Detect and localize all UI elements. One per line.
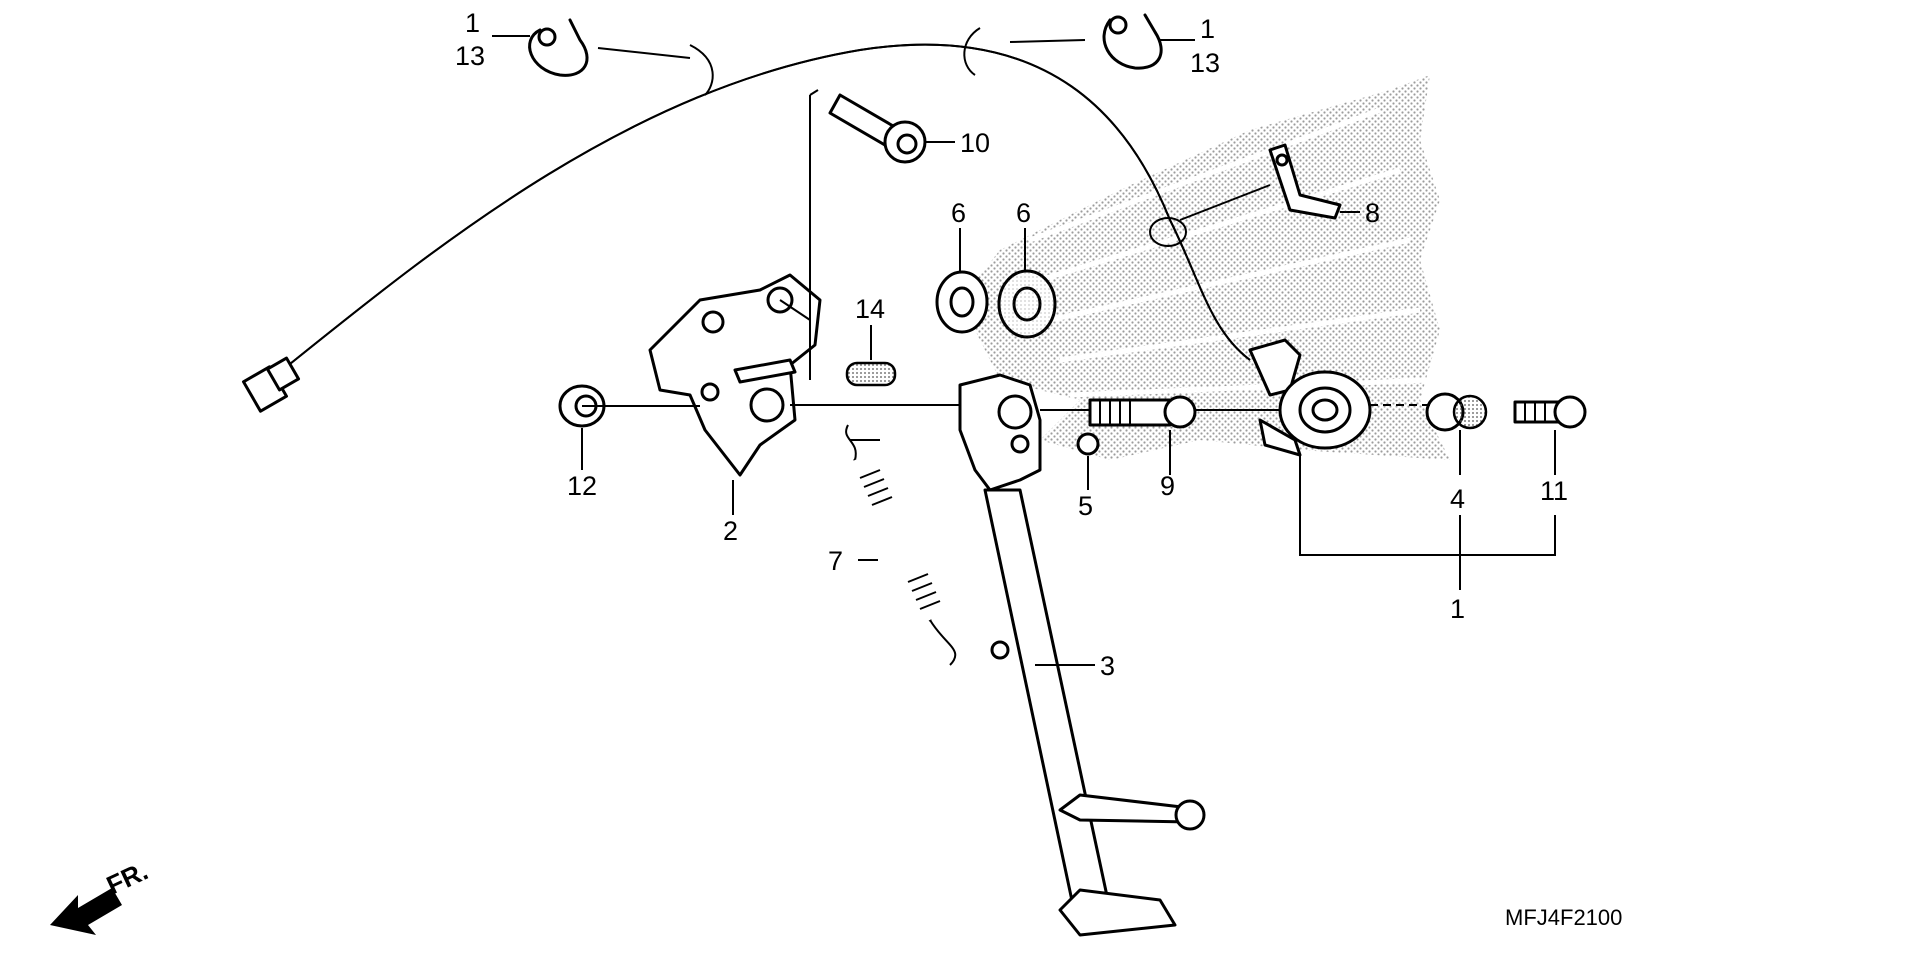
switch-harness-cable bbox=[242, 43, 1251, 413]
bracket-8 bbox=[1268, 143, 1342, 220]
callout-6-left: 6 bbox=[951, 198, 966, 228]
callout-13-top-right: 13 bbox=[1190, 48, 1220, 78]
callout-1-bottom: 1 bbox=[1450, 594, 1465, 624]
callout-5: 5 bbox=[1078, 491, 1093, 521]
callout-1-top-right: 1 bbox=[1200, 14, 1215, 44]
callout-3: 3 bbox=[1100, 651, 1115, 681]
front-direction-arrow-icon bbox=[50, 888, 122, 935]
clamp-13-right bbox=[1102, 13, 1163, 70]
washer-6-right bbox=[997, 269, 1057, 339]
spring-7 bbox=[845, 424, 957, 666]
callout-12: 12 bbox=[567, 471, 597, 501]
collar-14 bbox=[845, 361, 897, 387]
side-stand-switch-1 bbox=[1248, 338, 1372, 457]
leader-lines bbox=[492, 27, 1556, 666]
callout-8: 8 bbox=[1365, 198, 1380, 228]
wing-logo-watermark bbox=[960, 75, 1450, 460]
washer-6-left bbox=[935, 270, 989, 334]
callout-9: 9 bbox=[1160, 471, 1175, 501]
bolt-10 bbox=[828, 93, 927, 164]
callout-1-top-left: 1 bbox=[465, 8, 480, 38]
diagram-code: MFJ4F2100 bbox=[1505, 905, 1622, 930]
callout-2: 2 bbox=[723, 516, 738, 546]
callout-6-right: 6 bbox=[1016, 198, 1031, 228]
front-direction-indicator: FR. bbox=[50, 856, 153, 935]
callout-4: 4 bbox=[1450, 484, 1465, 514]
washer-bolt-4 bbox=[1425, 392, 1488, 432]
nut-5 bbox=[1010, 432, 1100, 456]
pivot-bolt-9 bbox=[1088, 395, 1197, 429]
clamp-13-left bbox=[528, 18, 589, 77]
callout-14: 14 bbox=[855, 294, 885, 324]
bolt-11 bbox=[1513, 395, 1587, 429]
callout-10: 10 bbox=[960, 128, 990, 158]
callout-13-top-left: 13 bbox=[455, 41, 485, 71]
callout-7: 7 bbox=[828, 546, 843, 576]
callout-11: 11 bbox=[1540, 476, 1568, 506]
side-stand-3 bbox=[958, 373, 1206, 937]
callout-labels: 1 13 1 13 10 6 6 8 14 12 2 5 9 4 11 1 7 … bbox=[455, 8, 1568, 681]
pivot-bracket-2 bbox=[648, 273, 822, 477]
